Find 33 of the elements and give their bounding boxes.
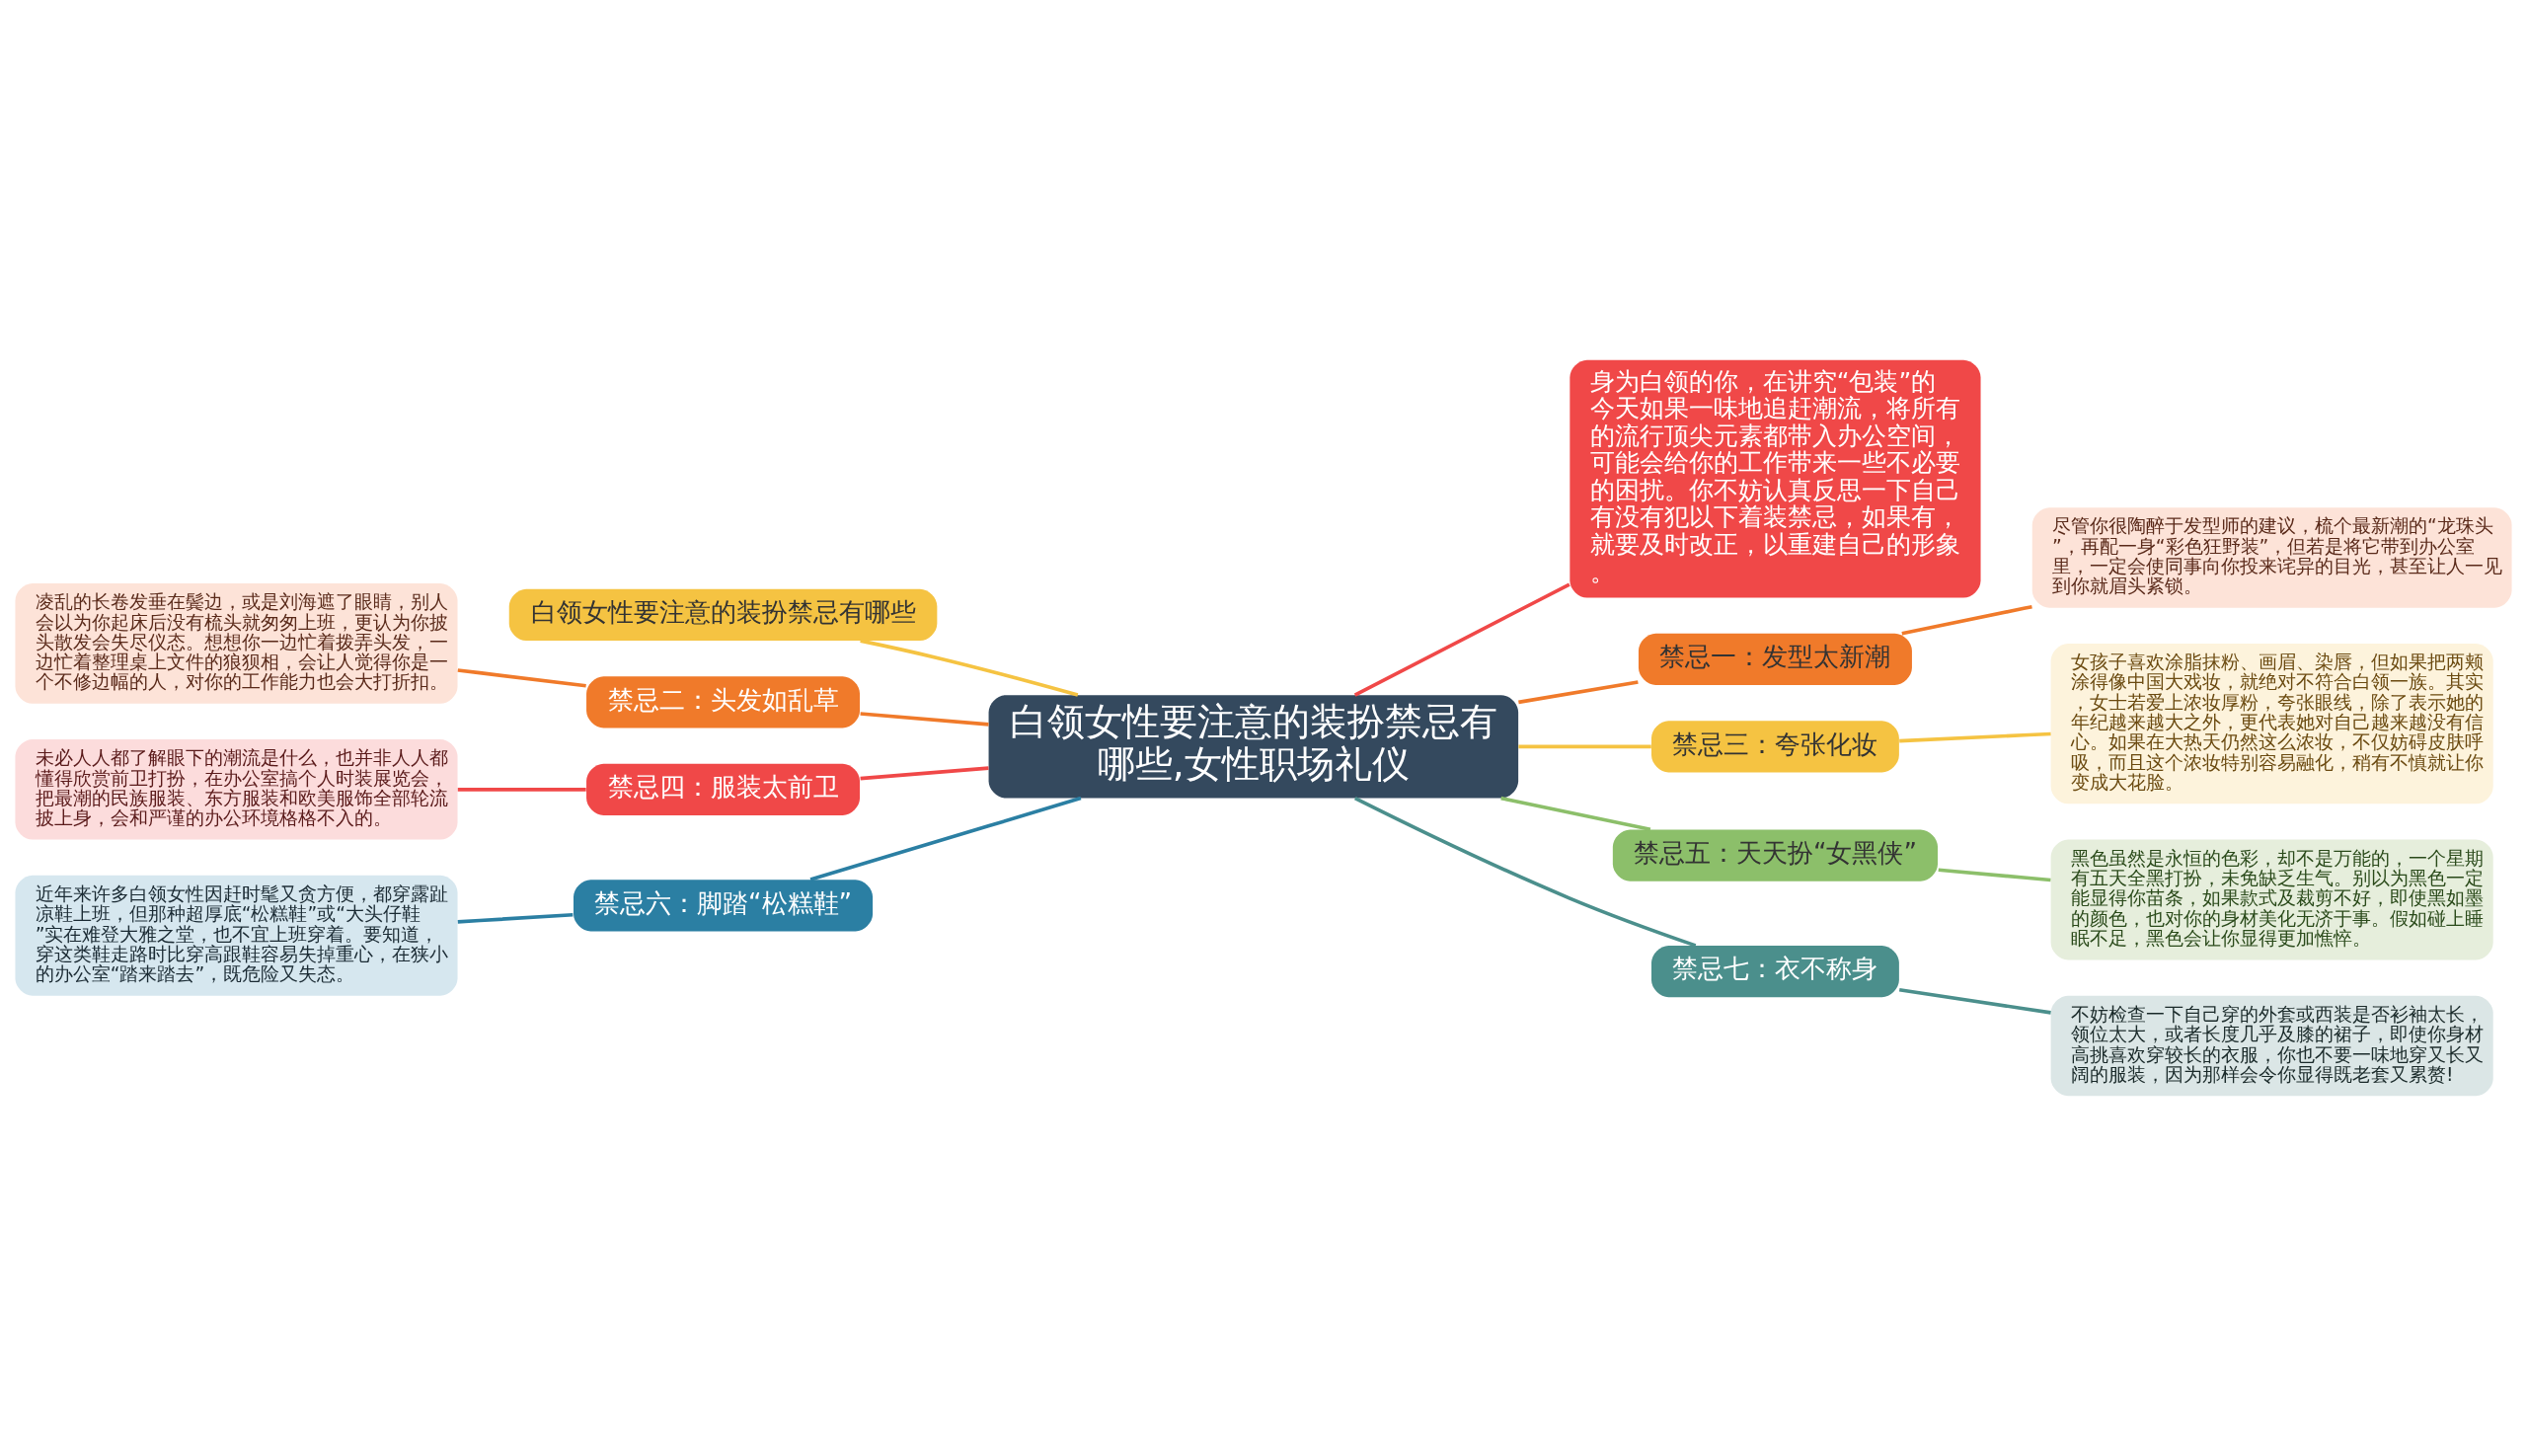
connector [1518,744,1651,749]
node-box: 禁忌四：服装太前卫 [586,763,861,815]
node-box: 白领女性要注意的装扮禁忌有哪些 [508,588,938,642]
connector [457,668,586,688]
node-box: 凌乱的长卷发垂在鬓边，或是刘海遮了眼睛，别人会以为你起床后没有梳头就匆匆上班，更认为你披头散发会失尽仪态。想想你一边忙着拨弄头发，一边忙着整理桌上文件的狼狈相，会让人觉得你是一个不修边幅的人，对你的工作能力也会大打折扣。 [15,583,458,704]
connector [860,639,1079,697]
connector [1901,604,2032,636]
connector [1899,731,2051,743]
connector [1898,987,2051,1015]
node-box: 禁忌二：头发如乱草 [586,676,861,728]
node-box: 女孩子喜欢涂脂抹粉、画眉、染唇，但如果把两颊涂得像中国大戏妆，就绝对不符合白领一族。其实，女士若爱上浓妆厚粉，夸张眼线，除了表示她的年纪越来越大之外，更代表她对自己越来越没有信心。如果在大热天仍然这么浓妆，不仅妨碍皮肤呼吸，而且这个浓妆特别容易融化，稍有不慎就让你变成大花脸。 [2050,643,2493,805]
node-box: 禁忌三：夸张化妆 [1651,721,1899,773]
connector [457,912,574,924]
node-box: 黑色虽然是永恒的色彩，却不是万能的，一个星期有五天全黑打扮，未免缺乏生气。别以为黑色一定能显得你苗条，如果款式及裁剪不好，即使黑如墨的颜色，也对你的身材美化无济于事。假如碰上睡眠不足，黑色会让你显得更加憔悴。 [2050,839,2493,960]
node-box: 身为白领的你，在讲究“包装”的今天如果一味地追赶潮流，将所有的流行顶尖元素都带入办公空间，可能会给你的工作带来一些不必要的困扰。你不妨认真反思一下自己有没有犯以下着装禁忌，如果有，就要及时改正，以重建自己的形象。 [1570,359,1981,598]
connector [1353,582,1570,697]
connector [1938,868,2051,882]
connector [1500,796,1651,832]
connector [1518,680,1639,705]
node-box: 近年来许多白领女性因赶时髦又贪方便，都穿露趾凉鞋上班，但那种超厚底“松糕鞋”或“大头仔鞋”实在难登大雅之堂，也不宜上班穿着。要知道，穿这类鞋走路时比穿高跟鞋容易失掉重心，在狭小的办公室“踏来踏去”，既危险又失态。 [15,875,458,996]
node-box: 未必人人都了解眼下的潮流是什么，也并非人人都懂得欣赏前卫打扮，在办公室搞个人时装展览会，把最潮的民族服装、东方服装和欧美服饰全部轮流披上身，会和严谨的办公环境格格不入的。 [15,739,458,840]
connector [860,712,989,727]
node-box: 白领女性要注意的装扮禁忌有哪些,女性职场礼仪 [988,695,1519,799]
node-box: 禁忌七：衣不称身 [1651,945,1899,998]
node-box: 禁忌六：脚踏“松糕鞋” [574,880,874,932]
connector [860,766,989,781]
node-box: 禁忌一：发型太新潮 [1638,633,1912,685]
node-box: 不妨检查一下自己穿的外套或西装是否衫袖太长，领位太大，或者长度几乎及膝的裙子，即使你身材高挑喜欢穿较长的衣服，你也不要一味地穿又长又阔的服装，因为那样会令你显得既老套又累赘! [2050,995,2493,1097]
connector [809,796,1082,881]
node-box: 禁忌五：天天扮“女黑侠” [1612,829,1939,881]
connector [1353,797,1697,948]
node-box: 尽管你很陶醉于发型师的建议，梳个最新潮的“龙珠头”，再配一身“彩色狂野装”，但若是将它带到办公室里，一定会使同事向你投来诧异的目光，甚至让人一见到你就眉头紧锁。 [2031,507,2512,608]
connector [457,788,586,792]
